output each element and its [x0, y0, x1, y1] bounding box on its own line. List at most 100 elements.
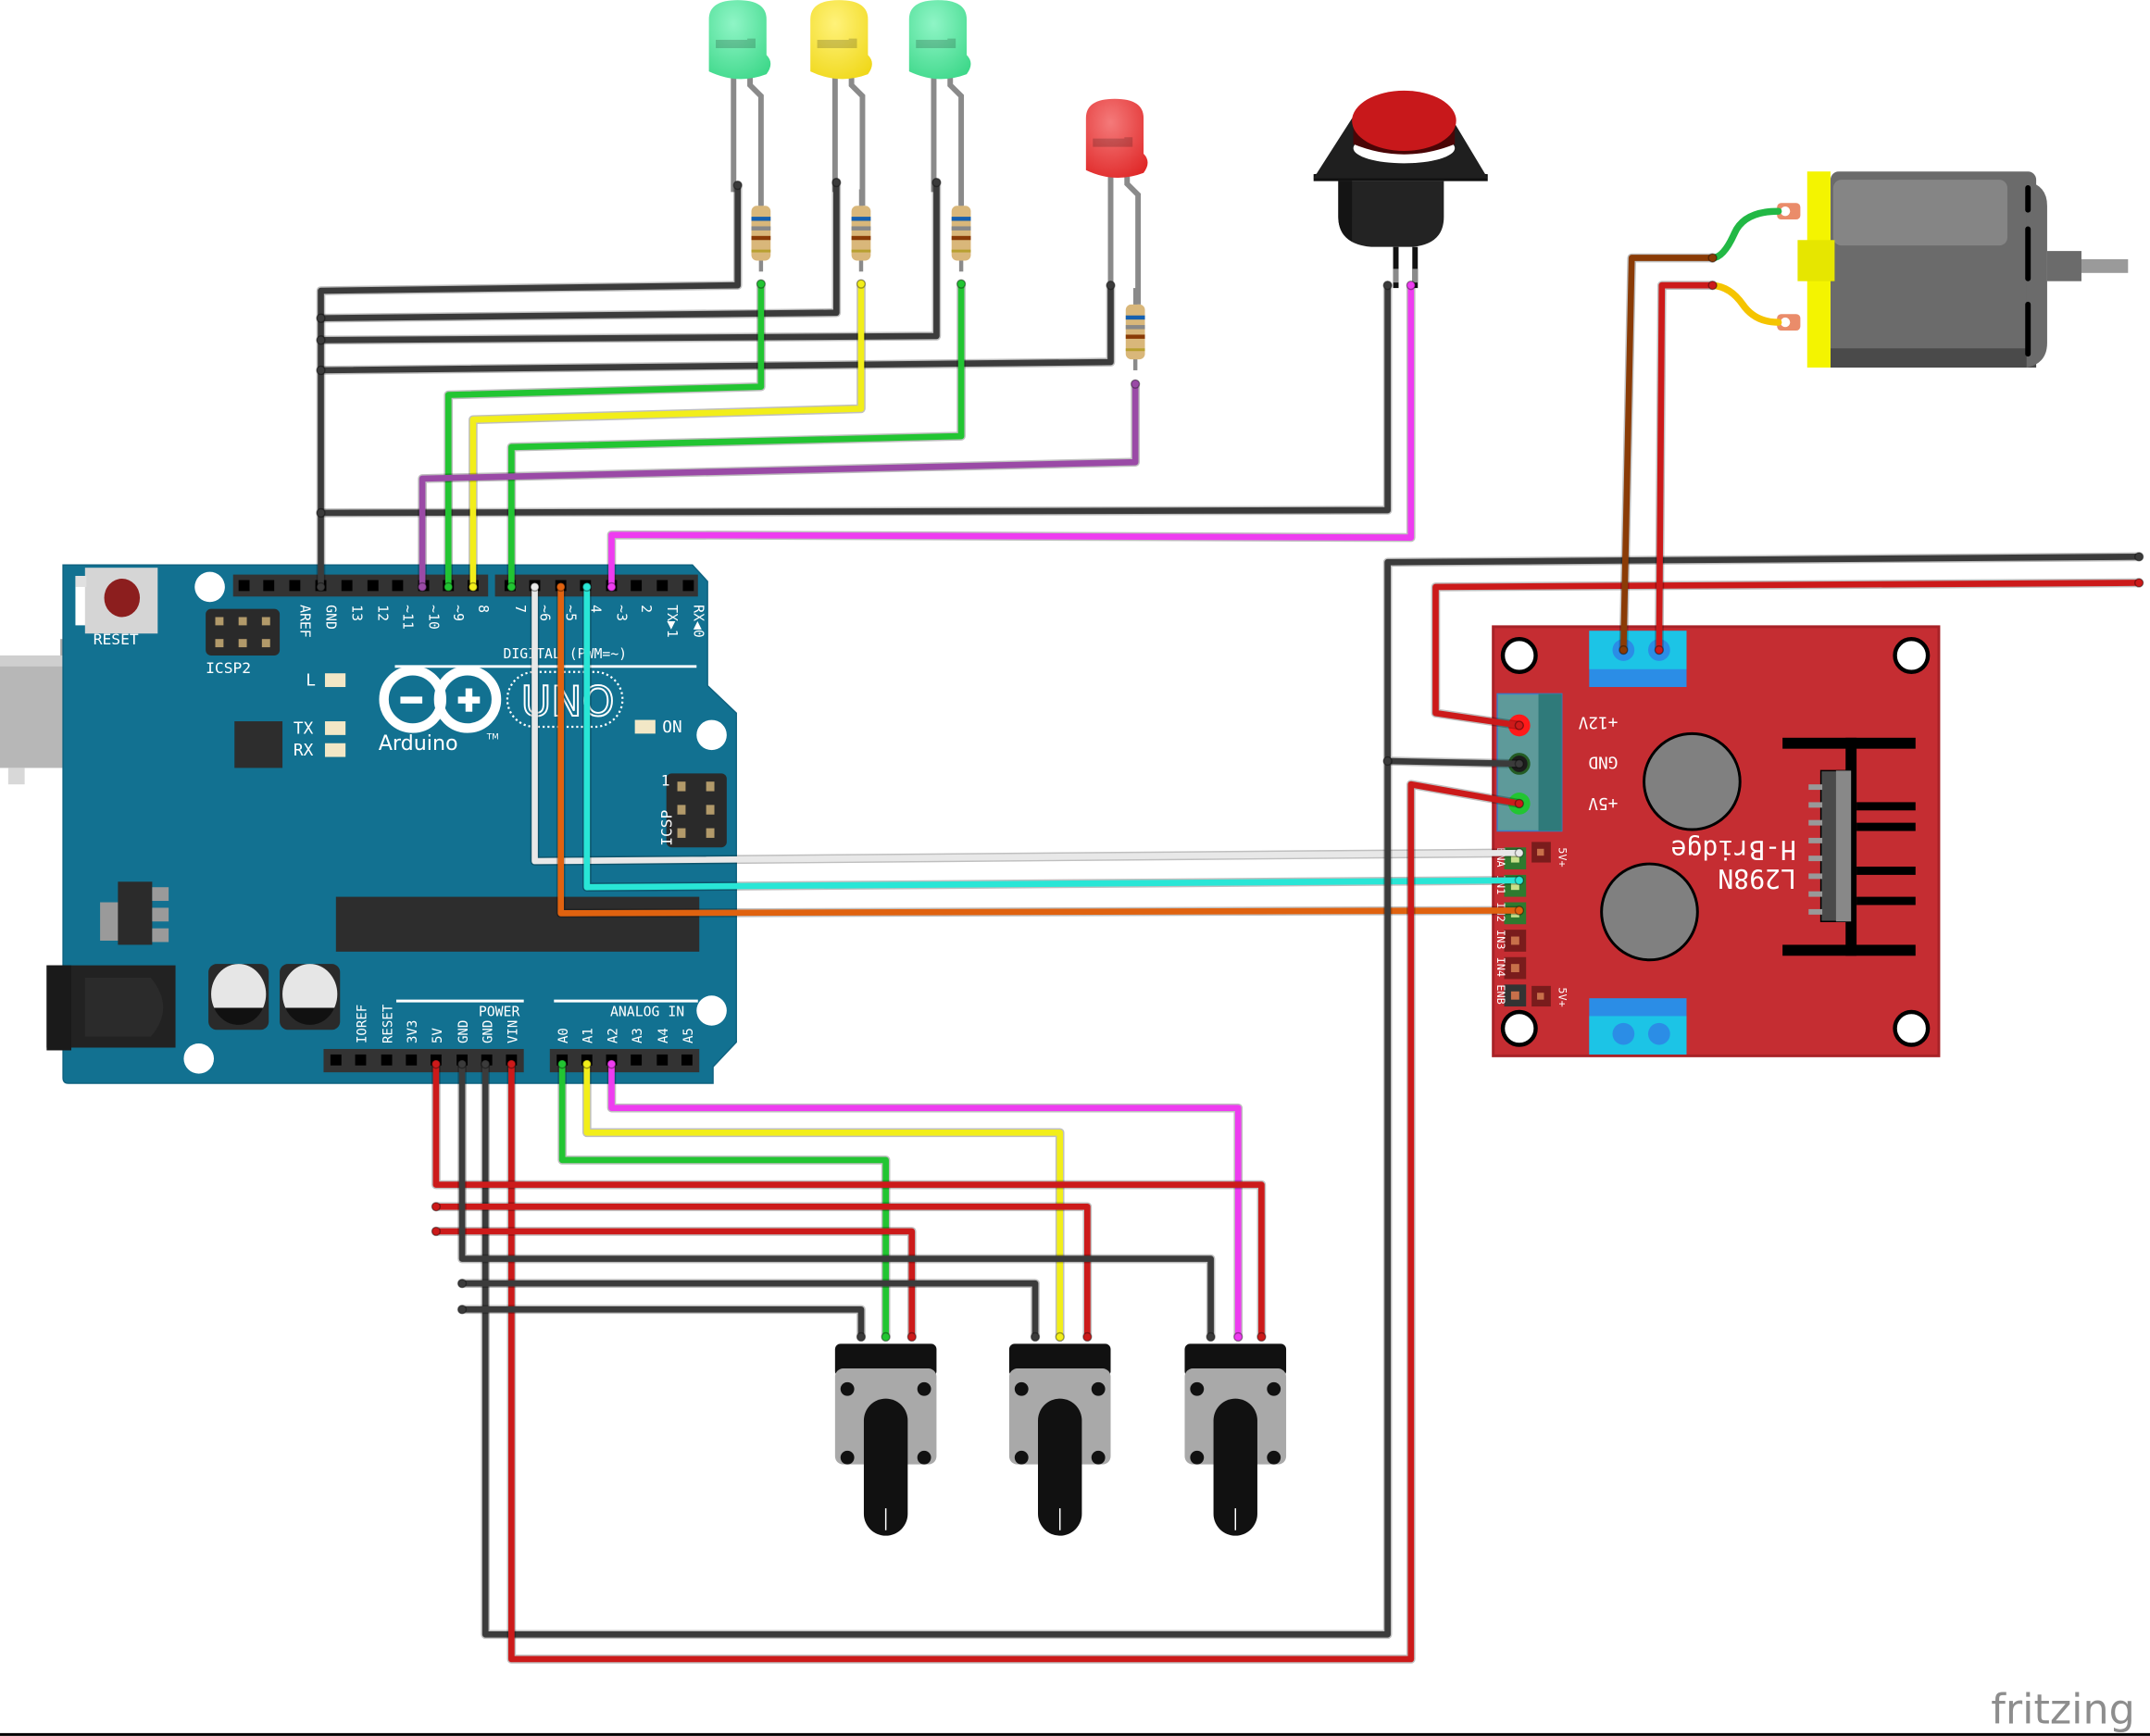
mounting-hole: [1893, 636, 1931, 674]
analog-pin-socket[interactable]: [681, 1054, 693, 1066]
wire-pot2-a1[interactable]: [583, 1060, 1064, 1341]
power-pin-label: VIN: [506, 1020, 520, 1043]
power-pin-socket[interactable]: [330, 1054, 342, 1066]
analog-pin-label: A1: [581, 1028, 596, 1043]
wire-in1[interactable]: [583, 583, 1523, 891]
arduino-uno-board[interactable]: RESET ICSP2 L TX RX ON Arduino TM UNO: [0, 564, 737, 1084]
led-red[interactable]: [1085, 98, 1148, 305]
potentiometer[interactable]: [1184, 1343, 1287, 1536]
dc-motor[interactable]: [1708, 171, 2129, 368]
wire-pot1-5v[interactable]: [432, 1228, 916, 1341]
wire-gnd-supply[interactable]: [1384, 554, 2143, 768]
resistor[interactable]: [851, 189, 871, 272]
digital-pin-label: 4: [587, 605, 603, 613]
led-green[interactable]: [908, 0, 971, 206]
wire-motor-a2[interactable]: [1656, 281, 1716, 654]
potentiometer[interactable]: [834, 1343, 937, 1536]
wire-led3-pin7[interactable]: [508, 281, 965, 591]
resistor[interactable]: [1125, 288, 1145, 370]
power-pin-socket[interactable]: [355, 1054, 367, 1066]
wire-led4-pin10[interactable]: [419, 381, 1139, 591]
led-green[interactable]: [708, 0, 771, 206]
wire-pot3-a2[interactable]: [608, 1060, 1242, 1341]
capacitor: [208, 964, 269, 1030]
digital-pin-label: ~6: [536, 605, 552, 621]
digital-pin-socket[interactable]: [367, 580, 379, 592]
wire-led3-gnd[interactable]: [318, 179, 940, 343]
potentiometer[interactable]: [1008, 1343, 1111, 1536]
wire-led1-pin9[interactable]: [444, 281, 765, 591]
digital-pin-label: GND: [322, 605, 338, 630]
wire-led2-gnd[interactable]: [318, 179, 840, 322]
wire-pot3-5v[interactable]: [432, 1060, 1265, 1341]
wire-led4-gnd[interactable]: [318, 281, 1114, 374]
motor-a-terminal: [1589, 631, 1687, 688]
wire-pot1-a0[interactable]: [558, 1060, 889, 1341]
wire-motor-a1[interactable]: [1620, 255, 1716, 654]
atmega-chip: [335, 896, 700, 952]
led-l-indicator: [324, 673, 346, 688]
hbridge-power-label: GND: [1588, 753, 1618, 771]
reset-button[interactable]: [75, 568, 158, 634]
power-pin-socket[interactable]: [381, 1054, 393, 1066]
wire-pot3-gnd[interactable]: [458, 1060, 1214, 1341]
digital-pin-socket[interactable]: [682, 580, 694, 592]
wire-button-gnd[interactable]: [318, 281, 1391, 517]
mounting-hole: [1893, 1009, 1931, 1047]
pushbutton[interactable]: [1313, 90, 1488, 289]
led-on-indicator: [634, 719, 656, 734]
digital-pin-socket[interactable]: [238, 580, 250, 592]
led-yellow[interactable]: [810, 0, 872, 206]
mounting-hole: [696, 995, 727, 1026]
digital-pin-socket[interactable]: [263, 580, 275, 592]
hbridge-pin-label: IN3: [1494, 930, 1507, 949]
digital-pin-socket[interactable]: [656, 580, 669, 592]
digital-pin-socket[interactable]: [392, 580, 404, 592]
wire-arduino-gnd[interactable]: [481, 757, 1391, 1638]
analog-pin-socket[interactable]: [656, 1054, 669, 1066]
digital-pin-label: 13: [349, 605, 365, 621]
fritzing-logo: fritzing: [1991, 1687, 2135, 1734]
heatsink: [1782, 737, 1916, 956]
power-pin-label: RESET: [381, 1004, 396, 1043]
arduino-wordmark: Arduino: [379, 731, 458, 756]
motor-lead-yellow: [1708, 281, 1782, 326]
arduino-trademark: TM: [486, 732, 499, 742]
wire-button-pin3[interactable]: [608, 281, 1415, 591]
digital-pin-label: 2: [638, 605, 654, 613]
mounting-hole: [183, 1043, 215, 1074]
hbridge-power-label: +12V: [1578, 713, 1618, 731]
usb-serial-chip: [234, 721, 283, 768]
analog-pin-label: A2: [606, 1028, 620, 1043]
power-pin-label: GND: [481, 1020, 496, 1043]
potentiometer-knob[interactable]: [863, 1398, 908, 1536]
jumper-label: 5V+: [1556, 987, 1569, 1006]
digital-pin-socket[interactable]: [289, 580, 301, 592]
resistor[interactable]: [751, 189, 771, 272]
wire-pot1-gnd[interactable]: [458, 1306, 865, 1341]
icsp2-label: ICSP2: [206, 659, 251, 677]
potentiometer-knob[interactable]: [1038, 1398, 1082, 1536]
wire-arduino-vin[interactable]: [508, 781, 1523, 1663]
wire-led2-pin8[interactable]: [469, 281, 865, 591]
power-pin-socket[interactable]: [481, 1054, 493, 1066]
hbridge-jumper: [1531, 842, 1551, 1007]
wire-12v-supply[interactable]: [1432, 580, 2143, 729]
analog-pin-socket[interactable]: [631, 1054, 643, 1066]
digital-pin-socket[interactable]: [631, 580, 643, 592]
wire-pot2-5v[interactable]: [432, 1203, 1091, 1341]
reset-label: RESET: [94, 631, 139, 648]
wire-ena[interactable]: [531, 583, 1523, 865]
power-pin-label: IOREF: [355, 1005, 369, 1043]
wire-pot2-gnd[interactable]: [458, 1280, 1039, 1341]
jumper-label: 5V+: [1556, 847, 1569, 867]
wire-in2[interactable]: [557, 583, 1523, 917]
motor-b-terminal: [1589, 998, 1687, 1055]
digital-pin-socket[interactable]: [341, 580, 353, 592]
power-pin-socket[interactable]: [406, 1054, 418, 1066]
digital-pin-label: 7: [512, 605, 528, 613]
potentiometer-knob[interactable]: [1213, 1398, 1257, 1536]
resistor[interactable]: [951, 189, 971, 272]
wire-led1-gnd[interactable]: [318, 181, 742, 591]
